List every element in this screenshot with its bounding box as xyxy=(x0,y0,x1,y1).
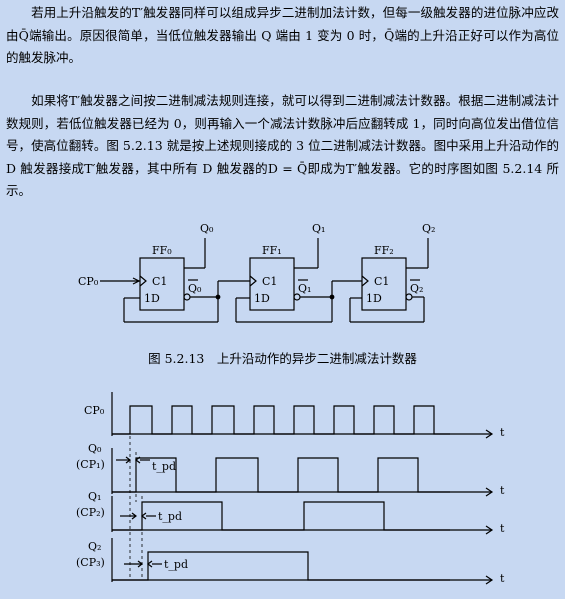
tpd-label-1: t_pd xyxy=(152,460,176,473)
time-label-4: t xyxy=(500,572,505,585)
cp1-row-sublabel: (CP₁) xyxy=(76,458,105,471)
q1-row-label: Q₁ xyxy=(88,490,101,503)
time-label-3: t xyxy=(500,522,505,535)
time-label-1: t xyxy=(500,426,505,439)
ff1-label: FF₁ xyxy=(262,244,282,257)
ff0-c1-label: C1 xyxy=(152,275,167,288)
ff2-c1-label: C1 xyxy=(374,275,389,288)
ff2-box xyxy=(361,257,407,311)
cp0-waveform xyxy=(112,405,450,435)
ff0-label: FF₀ xyxy=(152,244,172,257)
figure-caption: 图 5.2.13 上升沿动作的异步二进制减法计数器 xyxy=(148,351,417,366)
ff1-box xyxy=(249,257,295,311)
tpd-label-3: t_pd xyxy=(164,558,188,571)
cp3-row-sublabel: (CP₃) xyxy=(76,556,105,569)
q2-waveform xyxy=(112,551,450,581)
ff1-1d-label: 1D xyxy=(254,292,270,305)
ff1-c1-label: C1 xyxy=(262,275,277,288)
paragraph-2-text: 如果将T′触发器之间按二进制减法规则连接，就可以得到二进制减法计数器。根据二进制… xyxy=(6,93,559,198)
q0-waveform xyxy=(112,457,450,493)
q2-output-label: Q₂ xyxy=(422,222,435,235)
q0-output-label: Q₀ xyxy=(200,222,214,235)
ff0-1d-label: 1D xyxy=(144,292,160,305)
qbar1-label: Q₁ xyxy=(298,282,311,295)
paragraph-2: 如果将T′触发器之间按二进制减法规则连接，就可以得到二进制减法计数器。根据二进制… xyxy=(6,90,559,203)
tpd-label-2: t_pd xyxy=(158,510,182,523)
counter-circuit-diagram: FF₀ FF₁ FF₂ C1 1D C1 1D C1 1D Q₀ Q₁ Q₂ Q… xyxy=(78,222,435,323)
paragraph-1-text: 若用上升沿触发的T′触发器同样可以组成异步二进制加法计数，但每一级触发器的进位脉… xyxy=(6,5,559,65)
cp0-input-label: CP₀ xyxy=(78,275,99,288)
qbar0-label: Q₀ xyxy=(188,282,202,295)
cp0-row-label: CP₀ xyxy=(84,404,105,417)
ff2-1d-label: 1D xyxy=(366,292,382,305)
ff2-label: FF₂ xyxy=(374,244,394,257)
q0-row-label: Q₀ xyxy=(88,442,102,455)
time-label-2: t xyxy=(500,484,505,497)
ff0-box xyxy=(139,257,185,311)
timing-diagram: CP₀ Q₀ (CP₁) Q₁ (CP₂) Q₂ (CP₃) t t t t t… xyxy=(76,392,505,585)
cp2-row-sublabel: (CP₂) xyxy=(76,506,105,519)
paragraph-1: 若用上升沿触发的T′触发器同样可以组成异步二进制加法计数，但每一级触发器的进位脉… xyxy=(6,2,559,70)
qbar2-label: Q₂ xyxy=(410,282,423,295)
q1-output-label: Q₁ xyxy=(312,222,325,235)
q2-row-label: Q₂ xyxy=(88,540,101,553)
